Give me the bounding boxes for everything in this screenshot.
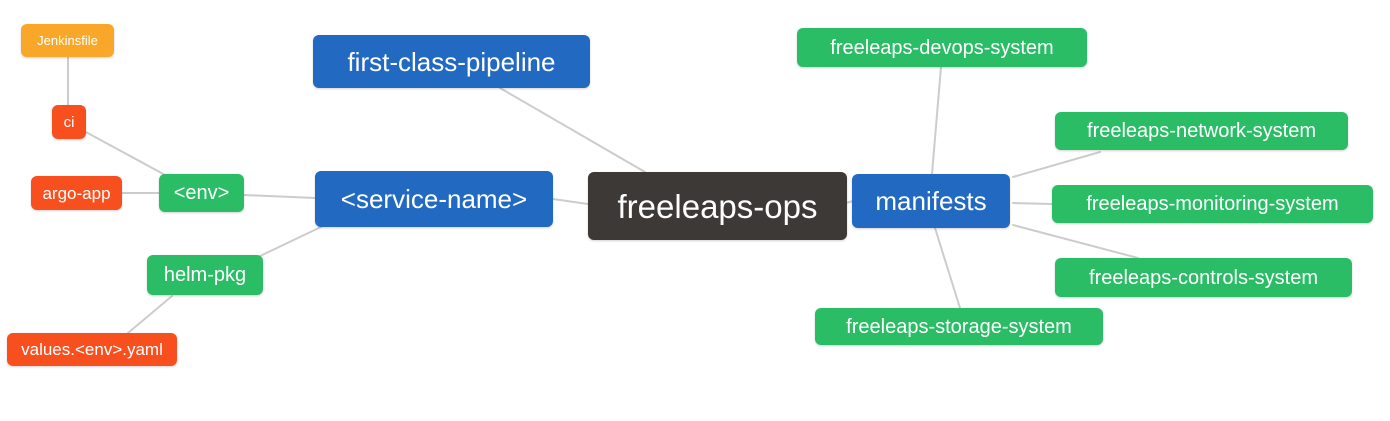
- node-jenkinsfile[interactable]: Jenkinsfile: [21, 24, 114, 57]
- node-freeleaps-network-system[interactable]: freeleaps-network-system: [1055, 112, 1348, 150]
- node-helm-pkg[interactable]: helm-pkg: [147, 255, 263, 295]
- edge-pipeline-freeleaps-ops: [499, 87, 646, 173]
- edge-controls-manifests: [1012, 224, 1139, 259]
- edge-freeleaps-ops-manifests: [845, 200, 854, 204]
- node-ci[interactable]: ci: [52, 105, 86, 139]
- edge-monitoring-manifests: [1012, 202, 1053, 205]
- edge-values-helm-pkg: [127, 295, 173, 334]
- node-freeleaps-ops-root[interactable]: freeleaps-ops: [588, 172, 847, 240]
- node-freeleaps-storage-system[interactable]: freeleaps-storage-system: [815, 308, 1103, 345]
- node-freeleaps-monitoring-system[interactable]: freeleaps-monitoring-system: [1052, 185, 1373, 223]
- node-argo-app[interactable]: argo-app: [31, 176, 122, 210]
- edge-env-service-name: [243, 194, 316, 199]
- node-service-name[interactable]: <service-name>: [315, 171, 553, 227]
- node-env[interactable]: <env>: [159, 174, 244, 212]
- edge-helm-pkg-service-name: [257, 225, 324, 258]
- node-freeleaps-devops-system[interactable]: freeleaps-devops-system: [797, 28, 1087, 67]
- edge-service-name-freeleaps-ops: [552, 198, 589, 205]
- edge-network-manifests: [1012, 151, 1101, 178]
- edge-devops-manifests: [931, 66, 942, 175]
- node-first-class-pipeline[interactable]: first-class-pipeline: [313, 35, 590, 88]
- node-values-env-yaml[interactable]: values.<env>.yaml: [7, 333, 177, 366]
- edge-storage-manifests: [934, 227, 961, 309]
- edge-ci-env: [83, 130, 168, 177]
- node-manifests[interactable]: manifests: [852, 174, 1010, 228]
- node-freeleaps-controls-system[interactable]: freeleaps-controls-system: [1055, 258, 1352, 297]
